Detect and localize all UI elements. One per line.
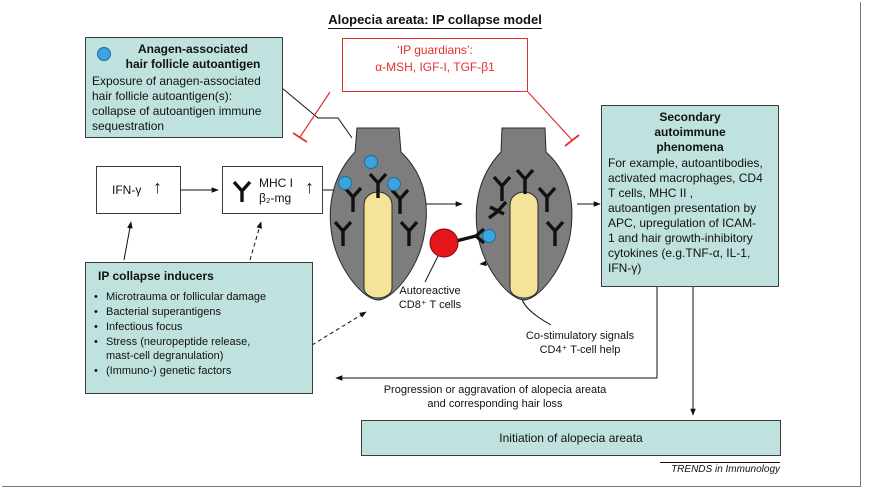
- secondary-body-line: APC, upregulation of ICAM-: [608, 216, 757, 230]
- initiation-label: Initiation of alopecia areata: [499, 431, 643, 445]
- inducer-item: Bacterial superantigens: [94, 305, 304, 319]
- inducer-item: Stress (neuropeptide release, mast-cell …: [94, 335, 304, 363]
- inducer-item: Microtrauma or follicular damage: [94, 290, 304, 304]
- costim-label-line1: Co-stimulatory signals: [525, 330, 635, 342]
- ip-guardians-box: ‘IP guardians’: α-MSH, IGF-I, TGF-β1: [342, 38, 528, 92]
- guardian-inhibit-right-bar: [564, 134, 580, 147]
- progression-label-line2: and corresponding hair loss: [427, 398, 563, 410]
- costimulatory-label: Co-stimulatory signals CD4⁺ T-cell help: [510, 329, 650, 357]
- anagen-heading-line1: Anagen-associated: [137, 42, 249, 56]
- secondary-body-line: cytokines (e.g.TNF-α, IL-1,: [608, 246, 751, 260]
- figure-frame: [2, 2, 861, 487]
- anagen-body-line: hair follicle autoantigen(s):: [92, 89, 233, 103]
- inducer-item: (Immuno-) genetic factors: [94, 364, 304, 378]
- right-follicle-antibodies: [487, 168, 565, 246]
- anagen-body-line: collapse of autoantigen immune: [92, 104, 262, 118]
- cd8-label-line2: CD8⁺ T cells: [398, 299, 462, 311]
- cd8-label-pointer: [424, 251, 441, 283]
- secondary-body-line: autoantigen presentation by: [608, 201, 757, 215]
- cd8-tcell-label: Autoreactive CD8⁺ T cells: [380, 284, 480, 312]
- antibody-icon: [232, 180, 252, 202]
- inducers-heading: IP collapse inducers: [98, 269, 214, 283]
- anagen-body-line: Exposure of anagen-associated: [92, 74, 261, 88]
- mhc-up-arrow-icon: ↑: [305, 177, 314, 197]
- anagen-connector: [281, 87, 353, 139]
- guardian-inhibit-left-bar: [292, 132, 308, 143]
- autoantigen-dot-icon: [482, 229, 496, 243]
- secondary-body-line: activated macrophages, CD4: [608, 171, 763, 185]
- inducers-to-ifn-arrow: [123, 221, 133, 261]
- inducers-to-mhc-arrow: [249, 221, 262, 261]
- mhc-label: MHC I: [259, 176, 293, 190]
- diagram-title: Alopecia areata: IP collapse model: [328, 12, 542, 29]
- b2mg-label: β₂-mg: [259, 191, 292, 205]
- inducer-item: Infectious focus: [94, 320, 304, 334]
- mhc-box: MHC I β₂-mg ↑: [222, 166, 323, 214]
- left-follicle-antibodies: [333, 172, 419, 246]
- secondary-heading-line2: autoimmune: [654, 125, 726, 139]
- anagen-body-line: sequestration: [92, 119, 165, 133]
- secondary-body-line: IFN-γ): [608, 261, 642, 275]
- left-hair-follicle-icon: [329, 127, 427, 301]
- anagen-heading-line2: hair follicle autoantigen: [125, 57, 261, 71]
- t-cell-icon: [429, 227, 496, 258]
- guardians-heading: ‘IP guardians’:: [397, 43, 473, 57]
- ip-collapse-inducers-box: IP collapse inducers Microtrauma or foll…: [85, 262, 313, 394]
- journal-label: TRENDS in Immunology: [660, 462, 780, 475]
- guardian-inhibit-right-line: [527, 91, 573, 141]
- ifn-gamma-label: IFN-γ: [112, 183, 142, 197]
- autoantigen-dot-icon: [97, 47, 111, 61]
- secondary-body-line: T cells, MHC II ,: [608, 186, 694, 200]
- inducers-to-follicle-arrow: [311, 311, 367, 346]
- progression-arrow: [335, 286, 658, 381]
- anagen-autoantigen-box: Anagen-associated hair follicle autoanti…: [85, 37, 283, 138]
- secondary-heading-line3: phenomena: [656, 140, 724, 154]
- left-follicle-autoantigen-dots: [338, 155, 401, 191]
- autoantigen-dot-icon: [364, 155, 378, 169]
- ifn-gamma-box: IFN-γ ↑: [96, 166, 181, 214]
- guardian-inhibit-left-line: [299, 91, 331, 138]
- progression-label-line1: Progression or aggravation of alopecia a…: [383, 384, 607, 396]
- guardians-list: α-MSH, IGF-I, TGF-β1: [375, 60, 495, 74]
- secondary-body-line: For example, autoantibodies,: [608, 156, 763, 170]
- autoantigen-dot-icon: [387, 177, 401, 191]
- right-hair-follicle-icon: [475, 127, 573, 301]
- secondary-autoimmune-box: Secondary autoimmune phenomena For examp…: [601, 105, 779, 287]
- autoantigen-dot-icon: [338, 176, 352, 190]
- cd8-label-line1: Autoreactive: [399, 285, 461, 297]
- inducers-list: Microtrauma or follicular damage Bacteri…: [94, 290, 304, 378]
- progression-label: Progression or aggravation of alopecia a…: [350, 383, 640, 411]
- secondary-body-line: 1 and hair growth-inhibitory: [608, 231, 753, 245]
- initiation-box: Initiation of alopecia areata: [361, 420, 781, 456]
- secondary-heading-line1: Secondary: [659, 110, 721, 124]
- ifn-up-arrow-icon: ↑: [153, 177, 162, 197]
- costim-label-line2: CD4⁺ T-cell help: [539, 344, 621, 356]
